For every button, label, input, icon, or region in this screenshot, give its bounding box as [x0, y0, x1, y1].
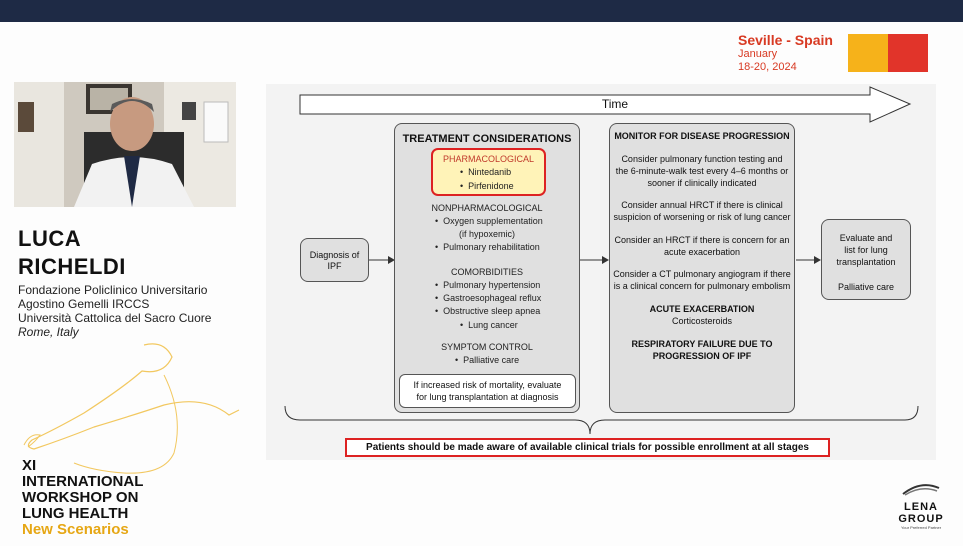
speaker-location: Rome, Italy — [18, 325, 79, 339]
nonpharmacological-item: Oxygen supplementation — [435, 216, 543, 226]
pharmacological-title: PHARMACOLOGICAL — [442, 154, 535, 164]
speaker-affiliation: Università Cattolica del Sacro Cuore — [18, 311, 212, 325]
speaker-first-name: LUCA — [18, 226, 82, 251]
comorbidity-item: Pulmonary hypertension — [435, 280, 540, 290]
lena-group-logo: LENA GROUP Your Preferred Partner — [893, 482, 949, 530]
speaker-affiliation: Agostino Gemelli IRCCS — [18, 297, 150, 311]
workshop-title: XI — [22, 457, 37, 474]
workshop-subtitle: New Scenarios — [22, 521, 129, 538]
monitor-text: Consider a CT pulmonary angiogram if the… — [613, 269, 791, 279]
workshop-title: INTERNATIONAL — [22, 473, 144, 490]
comorbidity-item: Obstructive sleep apnea — [435, 306, 540, 316]
top-bar — [0, 0, 963, 22]
lena-swoosh-icon — [902, 484, 940, 496]
evaluate-box — [821, 219, 911, 300]
time-label: Time — [601, 97, 629, 111]
nonpharmacological-note: (if hypoxemic) — [458, 229, 515, 239]
treatment-title: TREATMENT CONSIDERATIONS — [402, 133, 572, 145]
workshop-title: WORKSHOP ON — [22, 489, 139, 506]
lena-tagline: Your Preferred Partner — [900, 525, 942, 530]
speaker-affiliation: Fondazione Policlinico Universitario — [18, 283, 208, 297]
speaker-video-frame — [14, 82, 236, 207]
evaluate-text: Evaluate and — [839, 233, 893, 243]
symptom-control-title: SYMPTOM CONTROL — [441, 342, 533, 352]
monitor-text: is a clinical concern for pulmonary embo… — [613, 281, 791, 291]
lena-name: LENA — [904, 501, 938, 513]
symptom-control-item: Palliative care — [455, 355, 519, 365]
acute-exacerbation-item: Corticosteroids — [671, 316, 733, 326]
acute-exacerbation-title: ACUTE EXACERBATION — [649, 304, 755, 314]
monitor-text: Consider an HRCT if there is concern for… — [614, 235, 790, 245]
speaker-video — [14, 82, 236, 207]
clinical-trials-banner: Patients should be made aware of availab… — [345, 438, 830, 457]
monitor-title: MONITOR FOR DISEASE PROGRESSION — [614, 131, 790, 141]
comorbidities-title: COMORBIDITIES — [450, 267, 523, 277]
event-date-month: January — [738, 48, 778, 60]
monitor-text: suspicion of worsening or risk of lung c… — [613, 212, 791, 222]
event-logo-yellow-square — [848, 34, 888, 72]
nonpharmacological-title: NONPHARMACOLOGICAL — [431, 203, 543, 213]
monitor-text: Consider annual HRCT if there is clinica… — [621, 200, 783, 210]
evaluate-text: list for lung — [844, 245, 888, 255]
evaluate-text: Palliative care — [837, 282, 895, 292]
monitor-box — [609, 123, 795, 413]
diagnosis-text: Diagnosis of — [309, 250, 360, 260]
respiratory-failure-title: RESPIRATORY FAILURE DUE TO — [631, 339, 773, 349]
monitor-text: the 6-minute-walk test every 4–6 months … — [615, 166, 789, 176]
mortality-note: If increased risk of mortality, evaluate — [413, 380, 562, 390]
monitor-text: Consider pulmonary function testing and — [621, 154, 783, 164]
mortality-note: for lung transplantation at diagnosis — [416, 392, 559, 402]
respiratory-failure-title: PROGRESSION OF IPF — [652, 351, 752, 361]
event-city: Seville - Spain — [738, 32, 833, 48]
workshop-line-art — [23, 343, 240, 474]
workshop-title: LUNG HEALTH — [22, 505, 129, 522]
diagnosis-text: IPF — [327, 261, 342, 271]
monitor-text: acute exacerbation — [663, 247, 741, 257]
lena-subname: GROUP — [898, 513, 944, 525]
evaluate-text: transplantation — [836, 257, 896, 267]
speaker-last-name: RICHELDI — [18, 254, 126, 279]
mortality-note-box — [399, 374, 576, 408]
diagnosis-box — [300, 238, 369, 282]
comorbidity-item: Gastroesophageal reflux — [435, 293, 541, 303]
nonpharmacological-item: Pulmonary rehabilitation — [435, 242, 540, 252]
monitor-text: sooner if clinically indicated — [647, 178, 757, 188]
event-date-days: 18-20, 2024 — [738, 61, 797, 73]
pharmacological-item: Pirfenidone — [460, 181, 514, 191]
event-logo-red-square — [888, 34, 928, 72]
pharmacological-item: Nintedanib — [460, 167, 511, 177]
comorbidity-item: Lung cancer — [460, 320, 518, 330]
